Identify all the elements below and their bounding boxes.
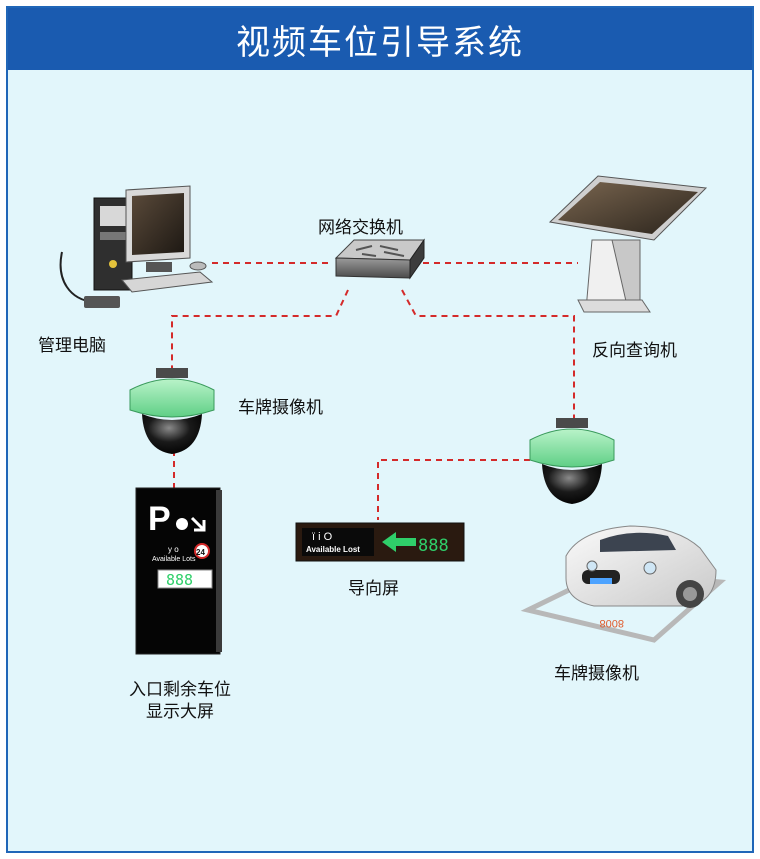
floor-plate-number: 8008 bbox=[600, 617, 624, 629]
entrance-display-board: P y o Available Lots 24 888 bbox=[135, 487, 222, 655]
label-network-switch: 网络交换机 bbox=[318, 218, 403, 238]
time-badge bbox=[194, 543, 210, 559]
link-switch-camera2 bbox=[401, 289, 575, 420]
connector-lines bbox=[171, 262, 578, 520]
guide-prefix: ï i O bbox=[312, 531, 333, 543]
diagram-frame: 视频车位引导系统 bbox=[6, 6, 754, 853]
plate-camera-2-icon bbox=[529, 418, 615, 504]
car-in-bay-icon: 8008 bbox=[520, 525, 727, 643]
entrance-row-text: y o bbox=[168, 545, 179, 554]
label-entrance-screen-line2: 显示大屏 bbox=[146, 702, 214, 722]
arrow-glyph-icon bbox=[190, 516, 206, 532]
entrance-available-text: Available Lots bbox=[152, 556, 196, 563]
link-camera2-guide bbox=[377, 459, 530, 520]
label-reverse-query: 反向查询机 bbox=[592, 341, 677, 361]
label-management-pc: 管理电脑 bbox=[38, 336, 106, 356]
network-switch-icon bbox=[334, 238, 425, 280]
guide-screen-board: ï i O Available Lost 888 bbox=[295, 522, 465, 562]
car-glyph-icon bbox=[176, 518, 188, 530]
entrance-parking-symbol: P bbox=[148, 500, 171, 538]
link-switch-camera1 bbox=[171, 289, 349, 375]
entrance-count: 888 bbox=[166, 571, 193, 589]
page-title: 视频车位引导系统 bbox=[8, 8, 752, 70]
label-plate-camera-1: 车牌摄像机 bbox=[238, 398, 323, 418]
management-pc-icon bbox=[59, 185, 214, 308]
label-guide-screen: 导向屏 bbox=[348, 579, 399, 599]
time-badge-text: 24 bbox=[196, 548, 205, 557]
label-plate-camera-2: 车牌摄像机 bbox=[554, 664, 639, 684]
left-arrow-icon bbox=[382, 532, 416, 552]
guide-available-text: Available Lost bbox=[306, 545, 360, 554]
guide-count: 888 bbox=[418, 536, 449, 556]
label-entrance-screen-line1: 入口剩余车位 bbox=[129, 680, 231, 700]
reverse-query-kiosk-icon bbox=[548, 175, 708, 313]
plate-camera-1-icon bbox=[129, 368, 215, 454]
